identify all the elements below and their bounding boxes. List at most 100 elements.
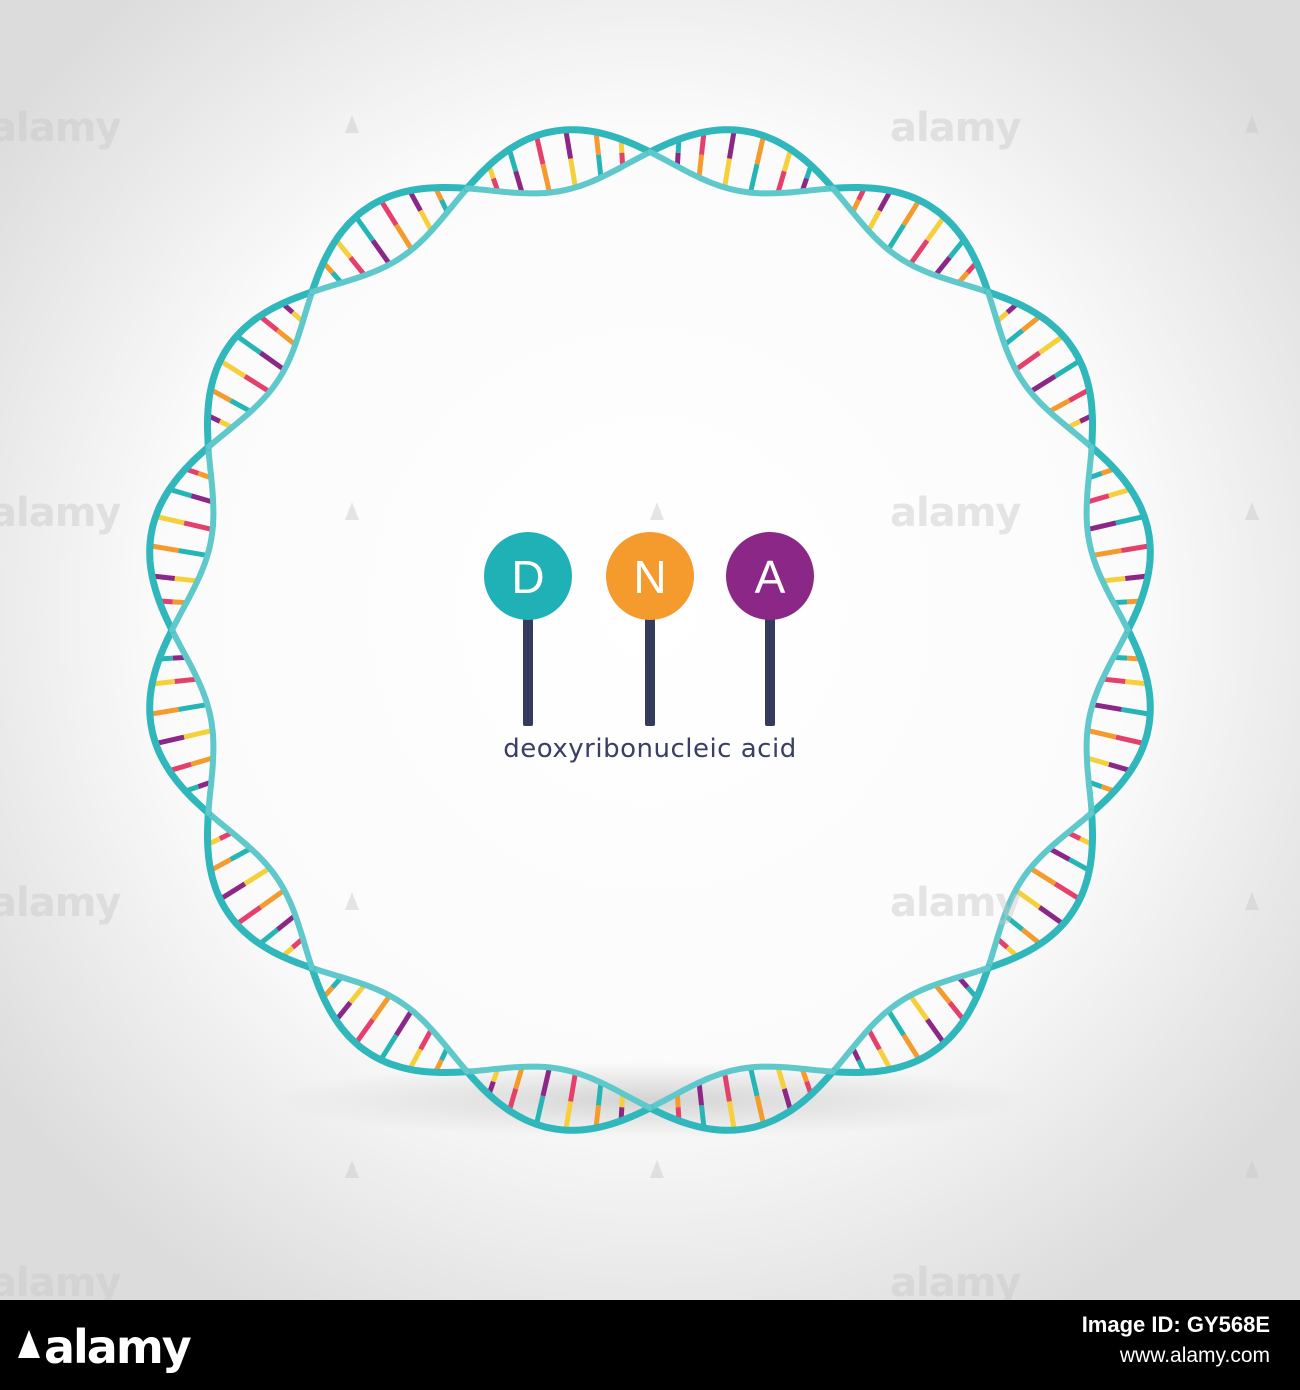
base-pair xyxy=(1108,761,1132,774)
base-pair xyxy=(1029,374,1057,394)
backbone-strand xyxy=(1083,444,1131,633)
backbone-strand xyxy=(204,809,316,972)
letter-circle xyxy=(606,532,694,620)
base-pair xyxy=(866,1028,882,1051)
helix-segment xyxy=(984,809,1096,972)
base-pair xyxy=(1048,846,1071,862)
helix-segment xyxy=(463,1063,654,1134)
backbone-strand xyxy=(829,184,992,296)
helix-segment xyxy=(829,964,992,1076)
base-pair xyxy=(243,374,271,394)
base-pair xyxy=(348,983,367,1005)
base-pair xyxy=(696,1082,705,1106)
base-pair xyxy=(593,1104,601,1129)
base-pair xyxy=(877,1048,893,1071)
backbone-strand xyxy=(308,964,471,1076)
base-pair xyxy=(174,676,198,685)
base-pair xyxy=(178,702,208,712)
alamy-logo-icon xyxy=(18,1330,40,1358)
base-pair xyxy=(1115,514,1145,526)
base-pair xyxy=(696,154,705,178)
base-pair xyxy=(1086,728,1117,740)
base-pair xyxy=(155,514,185,526)
base-pair xyxy=(699,131,707,156)
base-pair xyxy=(726,1100,737,1131)
backbone-strand xyxy=(169,627,217,816)
backbone-strand xyxy=(464,1063,653,1111)
helix-segment xyxy=(308,964,471,1076)
base-pair xyxy=(534,135,546,165)
base-pair xyxy=(775,1066,787,1090)
base-pair xyxy=(1086,493,1110,505)
base-pair xyxy=(1014,350,1041,372)
helix-segment xyxy=(1083,443,1154,634)
base-pair xyxy=(1124,573,1149,581)
base-pair xyxy=(1014,888,1041,910)
subtitle: deoxyribonucleic acid xyxy=(503,734,796,764)
base-pair xyxy=(1020,314,1042,333)
base-pair xyxy=(781,1088,794,1112)
base-pair xyxy=(370,994,392,1021)
base-pair xyxy=(933,255,952,277)
base-pair xyxy=(235,905,262,927)
base-pair xyxy=(149,706,180,717)
base-pair xyxy=(370,239,392,266)
base-pair xyxy=(218,358,247,379)
base-pair xyxy=(866,209,882,232)
base-pair xyxy=(754,1095,766,1125)
base-pair xyxy=(151,679,176,687)
helix-segment xyxy=(646,1063,837,1134)
base-pair xyxy=(1115,734,1145,746)
alamy-logo: alamy xyxy=(18,1314,218,1374)
backbone-strand xyxy=(309,185,471,295)
base-pair xyxy=(1102,676,1126,685)
base-pair xyxy=(174,575,198,584)
base-pair xyxy=(407,1048,423,1071)
base-pair xyxy=(151,573,176,581)
base-pair xyxy=(568,158,578,188)
base-pair xyxy=(1120,706,1151,717)
base-pair xyxy=(259,350,286,372)
base-pair xyxy=(1020,927,1042,946)
dna-letter-n: N xyxy=(633,551,666,603)
letter-circle xyxy=(484,532,572,620)
helix-segment xyxy=(204,288,316,451)
base-pair xyxy=(1053,881,1082,902)
base-pair xyxy=(209,387,232,403)
backbone-strand xyxy=(146,626,212,817)
helix-segment xyxy=(308,184,471,296)
base-pair xyxy=(754,135,766,165)
base-pair xyxy=(781,148,794,172)
backbone-strand xyxy=(169,444,217,633)
base-pair xyxy=(407,189,423,212)
base-pair xyxy=(1068,857,1091,873)
helix-segment xyxy=(984,288,1096,451)
base-pair xyxy=(353,1018,375,1045)
base-pair xyxy=(418,209,434,232)
base-pair xyxy=(726,129,737,160)
letter-stem xyxy=(523,610,533,726)
base-pair xyxy=(334,238,353,260)
backbone-strand xyxy=(984,809,1096,972)
backbone-strand xyxy=(464,149,653,197)
base-pair xyxy=(1038,905,1065,927)
backbone-strand xyxy=(146,443,212,634)
base-pair xyxy=(418,1028,434,1051)
base-pair xyxy=(540,163,552,194)
base-pair xyxy=(394,223,414,251)
backbone-strand xyxy=(829,185,991,295)
base-pair xyxy=(190,755,214,767)
base-pair xyxy=(568,1072,578,1102)
backbone-strand xyxy=(647,149,836,197)
base-pair xyxy=(235,333,262,355)
backbone-strand xyxy=(829,964,992,1076)
base-pair xyxy=(1038,333,1065,355)
base-pair xyxy=(908,994,930,1021)
base-pair xyxy=(877,189,893,212)
backbone-strand xyxy=(463,1068,654,1134)
helix-segment xyxy=(646,126,837,197)
helix-segment xyxy=(146,626,217,817)
base-pair xyxy=(348,255,367,277)
backbone-strand xyxy=(646,126,837,192)
base-pair xyxy=(155,734,185,746)
